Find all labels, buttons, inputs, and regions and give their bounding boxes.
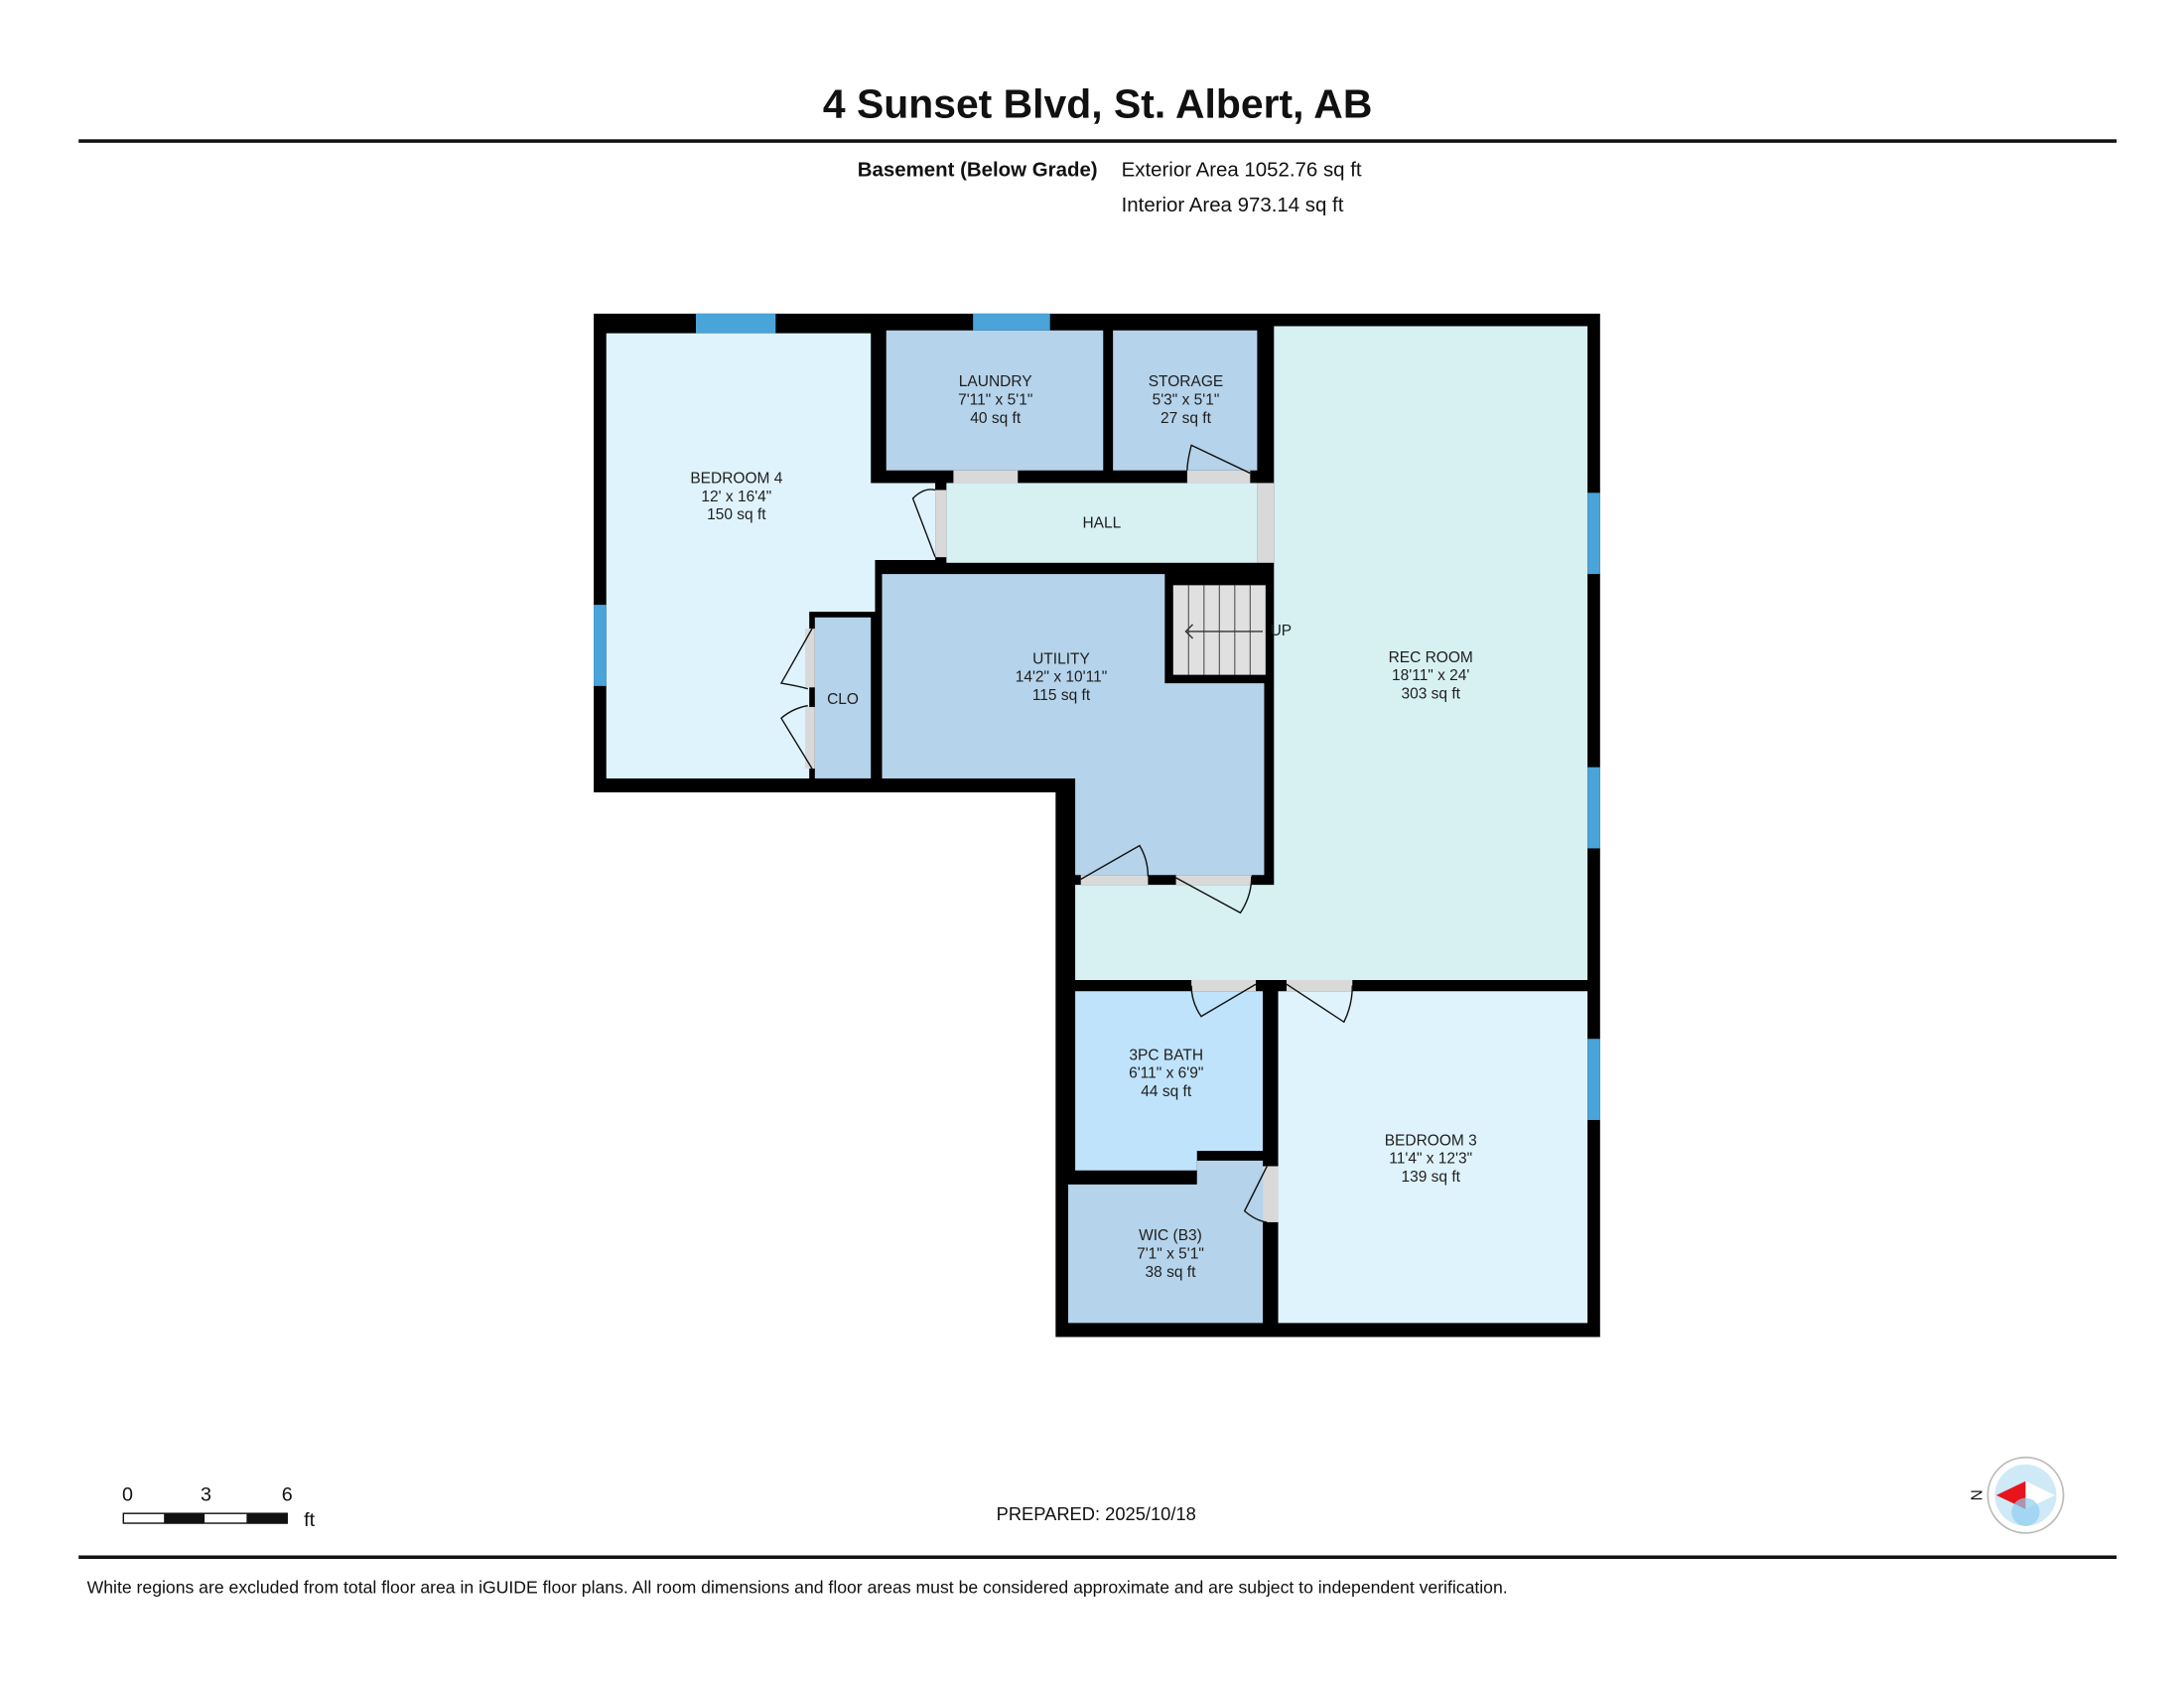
room-rec-room <box>1075 326 1588 980</box>
room-3pc-bath <box>1075 991 1264 1171</box>
footer-rule <box>78 1555 2117 1560</box>
room-label-bedroom-3: BEDROOM 3 11'4" x 12'3" 139 sq ft <box>1385 1132 1477 1186</box>
exterior-area: Exterior Area 1052.76 sq ft <box>1122 159 1362 182</box>
svg-text:7'11" x 5'1": 7'11" x 5'1" <box>958 391 1032 408</box>
svg-text:18'11" x 24': 18'11" x 24' <box>1392 667 1469 684</box>
svg-text:UTILITY: UTILITY <box>1032 650 1090 667</box>
svg-text:ft: ft <box>304 1509 315 1531</box>
room-bedroom-4 <box>606 333 936 778</box>
svg-text:115 sq ft: 115 sq ft <box>1032 687 1091 704</box>
room-utility <box>882 574 1265 876</box>
svg-text:150 sq ft: 150 sq ft <box>707 506 766 523</box>
svg-text:BEDROOM 3: BEDROOM 3 <box>1385 1132 1477 1149</box>
windows <box>594 313 1600 1120</box>
svg-text:3: 3 <box>201 1483 211 1505</box>
svg-text:303 sq ft: 303 sq ft <box>1401 686 1460 703</box>
room-label-storage: STORAGE 5'3" x 5'1" 27 sq ft <box>1149 373 1224 427</box>
interior-area: Interior Area 973.14 sq ft <box>1122 194 1344 216</box>
svg-text:44 sq ft: 44 sq ft <box>1141 1083 1192 1100</box>
svg-text:7'1" x 5'1": 7'1" x 5'1" <box>1137 1246 1204 1263</box>
room-label-rec-room: REC ROOM 18'11" x 24' 303 sq ft <box>1389 649 1473 703</box>
stairs <box>1172 585 1266 675</box>
room-label-bedroom-4: BEDROOM 4 12' x 16'4" 150 sq ft <box>690 470 782 523</box>
room-wic <box>1068 1160 1264 1324</box>
svg-text:40 sq ft: 40 sq ft <box>970 410 1022 427</box>
svg-text:LAUNDRY: LAUNDRY <box>959 373 1032 390</box>
room-bedroom-3 <box>1278 991 1588 1324</box>
svg-text:STORAGE: STORAGE <box>1149 373 1224 390</box>
svg-text:3PC BATH: 3PC BATH <box>1129 1047 1203 1063</box>
svg-text:27 sq ft: 27 sq ft <box>1160 410 1212 427</box>
room-laundry <box>886 330 1104 471</box>
svg-text:139 sq ft: 139 sq ft <box>1401 1169 1460 1186</box>
svg-text:BEDROOM 4: BEDROOM 4 <box>690 470 782 487</box>
svg-text:38 sq ft: 38 sq ft <box>1146 1264 1197 1281</box>
room-label-clo: CLO <box>827 691 859 708</box>
room-label-utility: UTILITY 14'2" x 10'11" 115 sq ft <box>1016 650 1107 704</box>
room-label-wic: WIC (B3) 7'1" x 5'1" 38 sq ft <box>1137 1227 1204 1281</box>
compass-north-label: N <box>1967 1489 1983 1500</box>
stairs-label: UP <box>1271 623 1293 639</box>
room-label-3pc-bath: 3PC BATH 6'11" x 6'9" 44 sq ft <box>1129 1047 1203 1100</box>
room-storage <box>1113 330 1258 471</box>
doors <box>779 444 1353 1223</box>
svg-text:5'3" x 5'1": 5'3" x 5'1" <box>1153 391 1220 408</box>
compass-icon: N <box>1967 1456 2065 1534</box>
scale-bar: 0 3 6 ft <box>122 1483 316 1530</box>
room-label-laundry: LAUNDRY 7'11" x 5'1" 40 sq ft <box>958 373 1032 427</box>
floor-label: Basement (Below Grade) <box>858 159 1098 182</box>
disclaimer: White regions are excluded from total fl… <box>87 1578 1508 1598</box>
room-clo <box>814 617 872 778</box>
svg-text:REC ROOM: REC ROOM <box>1389 649 1473 666</box>
svg-text:6: 6 <box>282 1483 293 1505</box>
svg-text:6'11" x 6'9": 6'11" x 6'9" <box>1129 1065 1203 1082</box>
page-title: 4 Sunset Blvd, St. Albert, AB <box>823 80 1372 126</box>
svg-text:WIC (B3): WIC (B3) <box>1139 1227 1202 1244</box>
room-hall <box>946 483 1258 563</box>
svg-text:14'2" x 10'11": 14'2" x 10'11" <box>1016 669 1107 686</box>
svg-text:11'4" x 12'3": 11'4" x 12'3" <box>1389 1151 1472 1168</box>
header-rule <box>78 139 2117 143</box>
svg-text:0: 0 <box>122 1483 133 1505</box>
prepared-date: PREPARED: 2025/10/18 <box>997 1503 1196 1524</box>
room-label-hall: HALL <box>1082 515 1121 532</box>
svg-text:12' x 16'4": 12' x 16'4" <box>701 489 771 505</box>
